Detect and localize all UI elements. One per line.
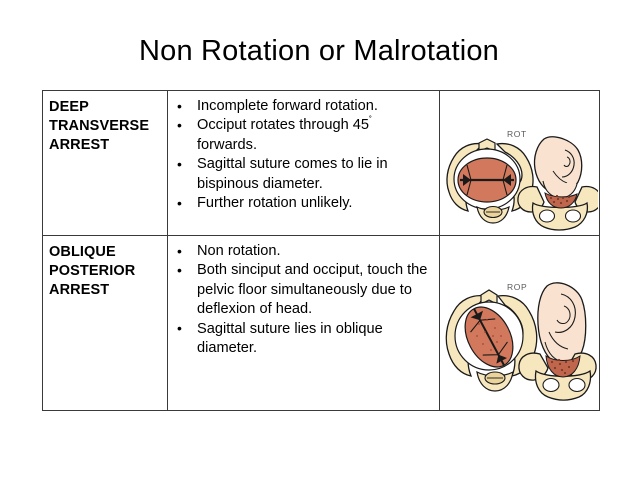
row-figure-cell: ROP <box>439 235 600 411</box>
row-description-cell: Incomplete forward rotation. Occiput rot… <box>167 90 440 236</box>
table-row: DEEP TRANSVERSE ARREST Incomplete forwar… <box>42 90 600 236</box>
list-item: Sagittal suture lies in oblique diameter… <box>174 319 435 359</box>
list-item: Incomplete forward rotation. <box>174 96 435 116</box>
list-item: Occiput rotates through 45˚ forwards. <box>174 116 435 155</box>
page-title: Non Rotation or Malrotation <box>138 35 500 67</box>
row-figure-cell: ROT <box>439 90 600 236</box>
figure-caption-rop: ROP <box>507 282 527 292</box>
figure-rot: ROT <box>440 95 599 235</box>
comparison-table: DEEP TRANSVERSE ARREST Incomplete forwar… <box>42 90 600 411</box>
degree-symbol: ˚ <box>368 115 372 126</box>
bullet-text-post: forwards. <box>197 136 258 153</box>
list-item: Sagittal suture comes to lie in bispinou… <box>174 155 435 194</box>
bullet-text-pre: Occiput rotates through 45 <box>197 117 369 134</box>
bullet-list: Incomplete forward rotation. Occiput rot… <box>174 96 435 213</box>
bullet-list: Non rotation. Both sinciput and occiput,… <box>174 241 435 359</box>
row-label-cell: OBLIQUE POSTERIOR ARREST <box>42 235 168 411</box>
figure-rop: ROP <box>440 238 599 410</box>
pelvis-lateral-deflexed-icon <box>518 282 597 401</box>
row-description-cell: Non rotation. Both sinciput and occiput,… <box>167 235 440 411</box>
list-item: Non rotation. <box>174 241 435 261</box>
list-item: Further rotation unlikely. <box>174 194 435 213</box>
list-item: Both sinciput and occiput, touch the pel… <box>174 261 435 319</box>
figure-caption-rot: ROT <box>507 129 527 139</box>
rot-illustration: ROT <box>446 129 598 231</box>
pelvic-inlet-transverse-icon <box>446 138 534 224</box>
pelvis-lateral-view-icon <box>517 136 598 231</box>
rop-illustration: ROP <box>445 282 597 401</box>
table-row: OBLIQUE POSTERIOR ARREST Non rotation. B… <box>42 235 600 411</box>
row-label-oblique-posterior-arrest: OBLIQUE POSTERIOR ARREST <box>49 244 136 299</box>
row-label-deep-transverse-arrest: DEEP TRANSVERSE ARREST <box>49 99 150 154</box>
row-label-cell: DEEP TRANSVERSE ARREST <box>42 90 168 236</box>
